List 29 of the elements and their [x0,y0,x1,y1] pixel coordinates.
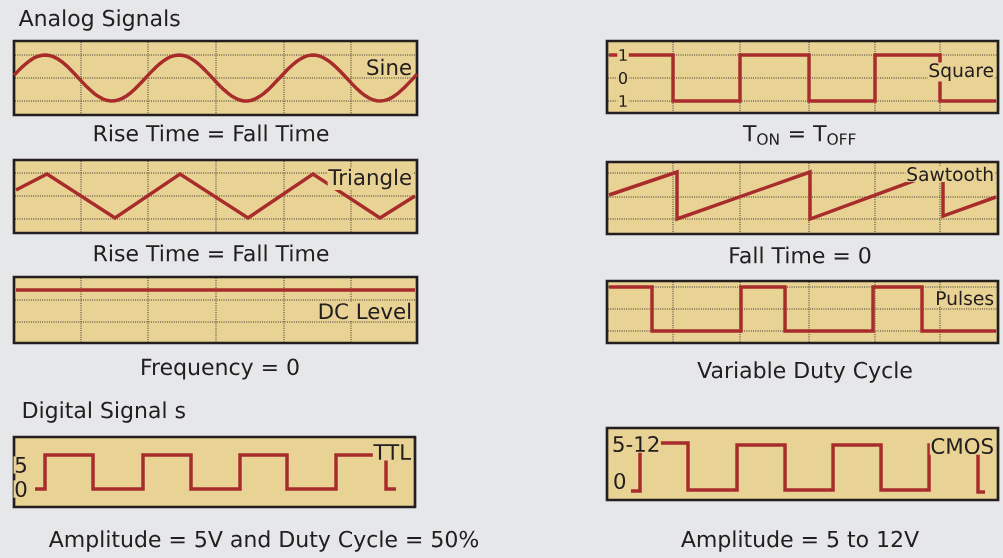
section-heading: Digital Signal s [23,401,185,423]
axis-value: CMOS [929,437,995,455]
signal-panel [605,39,1000,115]
signal-panel [605,160,1000,236]
panel-label: T$_{ON}$ = T$_{OFF}$ [742,125,856,145]
signal-panel [12,39,419,117]
panel-label: Amplitude = 5V and Duty Cycle = 50% [48,530,479,552]
axis-value: 1 [617,94,629,108]
panel-label: Rise Time = Fall Time [94,124,329,142]
waveform-name: Triangle [327,168,413,190]
waveform-name: DC Level [317,302,413,320]
signal-panel [605,426,1000,502]
axis-value: 5-12 [611,435,662,453]
signal-panel [605,279,1000,345]
panel-label: Variable Duty Cycle [697,361,912,383]
signal-panel [12,158,419,235]
panel-label: Rise Time = Fall Time [94,244,329,262]
signal-panel [12,275,419,345]
signal-panel [12,435,417,509]
panel-label: Frequency = 0 [142,358,299,380]
waveform-name: Square [927,62,995,82]
waveform-name: Pulses [934,290,995,306]
panel-label: Amplitude = 5 to 12V [681,530,919,552]
axis-value: Sine [365,58,413,76]
waveform-name: Sawtooth [905,166,995,182]
axis-value: 0 [617,71,629,85]
axis-value: 1 [617,48,629,62]
axis-value: 0 [612,472,628,490]
panel-label: Fall Time = 0 [730,246,871,264]
